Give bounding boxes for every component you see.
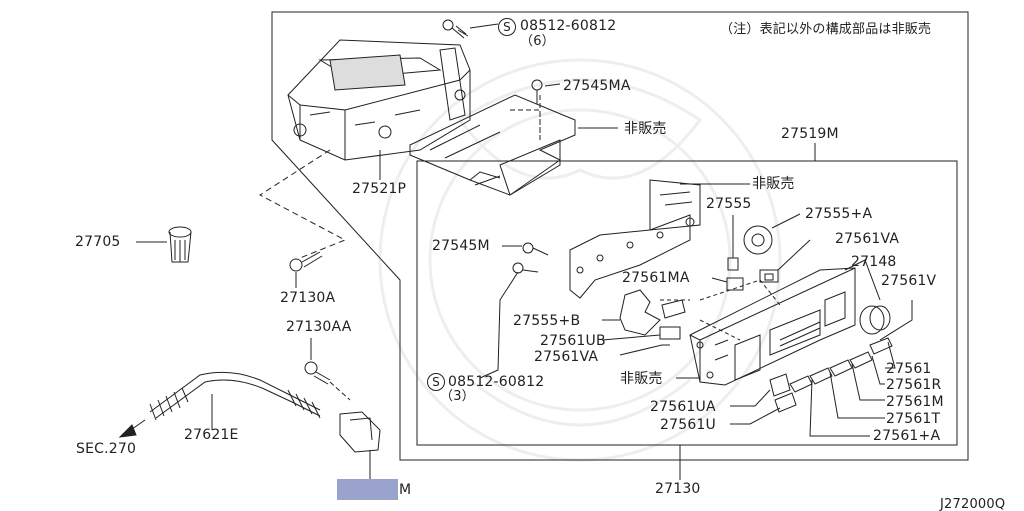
label-27561va-top: 27561VA	[835, 231, 900, 247]
label-27561m: 27561M	[886, 394, 944, 410]
cable-27621e	[149, 371, 381, 453]
switch-27561ma	[726, 277, 744, 291]
label-not-sold-1: 非販売	[624, 121, 667, 137]
label-27521p: 27521P	[352, 181, 407, 197]
label-27555b: 27555+B	[513, 313, 581, 329]
label-27130aa: 27130AA	[286, 319, 352, 335]
label-bolt-top-code: 08512-60812	[520, 18, 617, 34]
bracket-27555b	[619, 289, 686, 336]
label-27561v: 27561V	[881, 273, 937, 289]
label-redacted-suffix: M	[399, 482, 412, 498]
bracket	[569, 179, 701, 299]
note-text: （注）表記以外の構成部品は非販売	[720, 22, 932, 37]
label-27561u: 27561U	[660, 417, 716, 433]
knob-27148	[859, 305, 891, 335]
label-27621e: 27621E	[184, 427, 239, 443]
inner-frame	[416, 160, 958, 446]
label-27519m: 27519M	[781, 126, 839, 142]
label-not-sold-2: 非販売	[752, 176, 795, 192]
label-27545ma: 27545MA	[563, 78, 631, 94]
label-27561ub: 27561UB	[540, 333, 606, 349]
outer-frame	[271, 11, 969, 461]
label-27130: 27130	[655, 481, 701, 497]
label-27561ma: 27561MA	[622, 270, 690, 286]
label-27561t: 27561T	[886, 411, 941, 427]
redacted-label-box	[337, 479, 398, 500]
ring-27555a	[743, 225, 773, 255]
circuit-board	[409, 94, 576, 196]
label-27561va-bottom: 27561VA	[534, 349, 599, 365]
label-27561a2: 27561+A	[873, 428, 941, 444]
label-bolt-bottom-code: 08512-60812	[448, 374, 545, 390]
label-27555: 27555	[706, 196, 752, 212]
screw-27130aa	[304, 361, 331, 385]
diagram-code: J272000Q	[940, 497, 1006, 511]
label-sec270[interactable]: SEC.270	[76, 441, 137, 457]
arrow-icon	[118, 419, 146, 438]
label-bolt-top-qty: （6）	[520, 34, 555, 49]
screw-top	[442, 19, 469, 39]
screw-27130a	[289, 251, 323, 272]
screw-27545ma	[531, 79, 543, 104]
s-circle-icon: S	[498, 18, 516, 36]
label-not-sold-3: 非販売	[620, 371, 663, 387]
label-27561: 27561	[886, 361, 932, 377]
control-panel	[689, 267, 856, 386]
housing-27521p	[287, 39, 471, 161]
label-27545m: 27545M	[432, 238, 490, 254]
label-27148: 27148	[851, 254, 897, 270]
screw-27545m	[512, 242, 549, 274]
label-27561r: 27561R	[886, 377, 942, 393]
label-27561ua: 27561UA	[650, 399, 716, 415]
label-bolt-bottom-qty: （3）	[440, 389, 475, 404]
knob-27705	[168, 226, 192, 263]
label-27705: 27705	[75, 234, 121, 250]
label-27555a: 27555+A	[805, 206, 873, 222]
switch-27561ub	[659, 326, 681, 340]
switch-27561va-top	[759, 269, 779, 283]
label-27130a: 27130A	[280, 290, 336, 306]
s-circle-icon-bottom: S	[427, 373, 445, 391]
